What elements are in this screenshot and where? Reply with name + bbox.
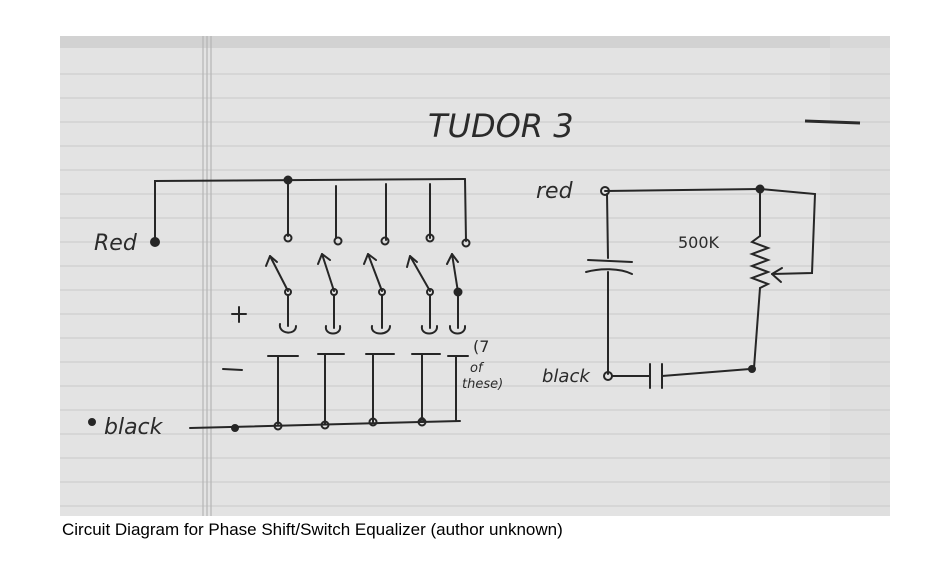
left-circuit: [88, 175, 471, 432]
ruled-lines: [60, 73, 890, 507]
note-line-1: (7: [473, 337, 489, 356]
right-black-label: black: [542, 366, 591, 387]
note-line-3: these): [462, 377, 503, 392]
right-circuit: [585, 184, 817, 389]
left-red-label: Red: [94, 231, 138, 256]
margin-lines: [202, 36, 212, 516]
sketch-title: TUDOR 3: [428, 107, 574, 145]
paper: [60, 36, 890, 516]
left-black-label: black: [104, 415, 164, 440]
pot-value-label: 500K: [678, 233, 720, 252]
right-red-label: red: [536, 179, 574, 204]
figure-caption: Circuit Diagram for Phase Shift/Switch E…: [62, 520, 563, 539]
note-line-2: of: [470, 361, 485, 376]
notebook-photo: TUDOR 3 Red black + – (7 of these) red b…: [60, 36, 890, 516]
plus-label: +: [232, 320, 233, 323]
